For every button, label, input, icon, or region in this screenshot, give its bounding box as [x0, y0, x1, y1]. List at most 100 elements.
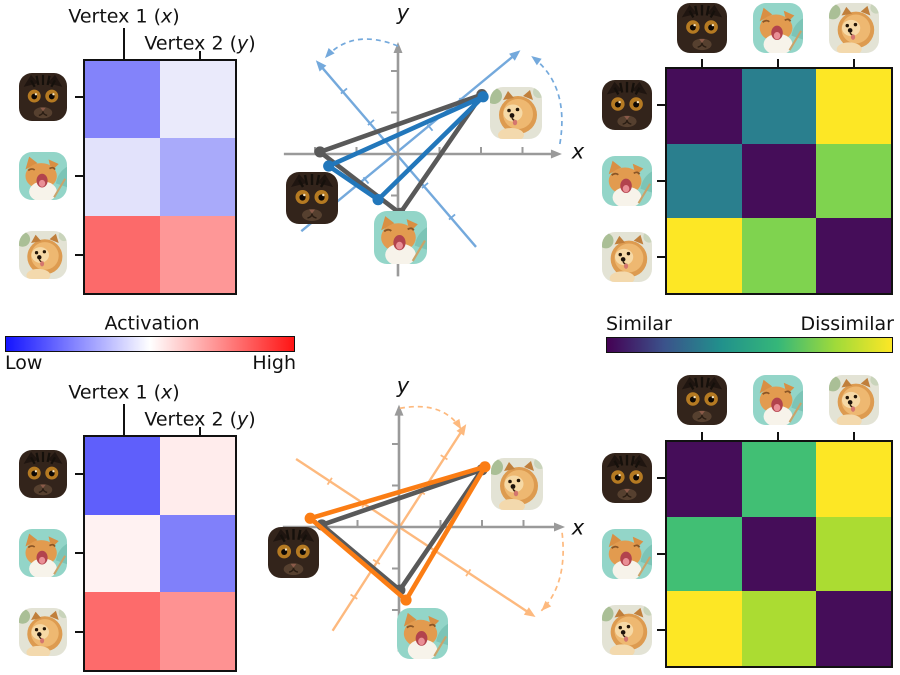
axis-tick: [340, 87, 348, 95]
yawning-cat-photo: [374, 211, 427, 264]
tabby-cat-photo: [602, 453, 652, 503]
rdm-cell: [667, 69, 742, 144]
row-tick: [75, 96, 83, 98]
tabby-cat-photo: [602, 80, 652, 130]
tabby-cat-photo: [268, 527, 319, 578]
pomeranian-photo: [19, 608, 67, 656]
row-tick: [657, 629, 665, 631]
rdm-cell: [667, 218, 742, 293]
rdm-cell: [816, 516, 891, 592]
rdm-top: [665, 67, 893, 295]
row-tick: [75, 552, 83, 554]
axis-tick: [372, 558, 381, 565]
axis-tick: [448, 213, 456, 221]
tabby-cat-photo: [19, 450, 67, 498]
vertex-dot: [477, 91, 489, 103]
triangle-original-geometry: [317, 92, 485, 216]
yawning-cat-photo: [397, 608, 448, 659]
rdm-cell: [741, 218, 817, 293]
heatmap-cell: [160, 592, 235, 670]
vertex-dot: [372, 194, 384, 206]
activation-low-label: Low: [5, 352, 43, 374]
rdm-cell: [816, 69, 891, 144]
heatmap-cell: [160, 61, 235, 139]
vertex-dot: [323, 160, 335, 172]
x-axis-label-bottom: x: [571, 515, 585, 540]
axis-tick: [350, 593, 358, 600]
rdm-bottom: [665, 440, 893, 668]
heatmap-cell: [160, 138, 235, 216]
heatmap-cell: [85, 215, 160, 293]
row-tick: [75, 175, 83, 177]
pomeranian-photo: [602, 232, 652, 282]
axis-tick: [421, 182, 429, 189]
heatmap-cell: [85, 592, 160, 670]
pomeranian-photo: [829, 3, 879, 53]
rotation-arc: [399, 405, 462, 430]
triangle-rotated-geometry: [326, 94, 486, 202]
pomeranian-photo: [829, 375, 879, 425]
row-tick: [657, 180, 665, 182]
heatmap-cell: [160, 514, 235, 593]
yawning-cat-photo: [602, 529, 652, 579]
tabby-cat-photo: [677, 375, 727, 425]
rdm-cell: [667, 442, 742, 517]
rotation-arc: [530, 55, 563, 145]
col-header-vertex2-top: Vertex 2 (y): [144, 32, 256, 55]
yawning-cat-photo: [753, 3, 803, 53]
axis-tick: [426, 123, 434, 132]
rdm-cell: [741, 516, 817, 592]
activation-colorbar-title: Activation: [104, 312, 200, 335]
col2-header-tick: [199, 427, 201, 435]
tabby-cat-photo: [677, 3, 727, 53]
rotated-axis: [295, 457, 529, 614]
vertex-dot: [400, 594, 412, 606]
yawning-cat-photo: [602, 156, 652, 206]
rdm-cell: [816, 591, 891, 666]
similarity-colorbar: [606, 337, 893, 353]
heatmap-cell: [85, 138, 160, 216]
axis-tick: [367, 119, 375, 126]
col-tick: [853, 432, 855, 440]
row-tick: [657, 104, 665, 106]
axis-tick: [440, 454, 448, 461]
activation-heatmap-bottom: [83, 435, 237, 672]
col-tick: [701, 59, 703, 67]
col-header-vertex1-bottom: Vertex 1 (x): [68, 381, 180, 404]
axis-tick: [465, 568, 472, 577]
row-tick: [75, 473, 83, 475]
rdm-cell: [667, 591, 742, 666]
col-tick: [701, 432, 703, 440]
heatmap-cell: [160, 215, 235, 293]
col-header-vertex1-top: Vertex 1 (x): [68, 5, 180, 28]
yawning-cat-photo: [19, 152, 67, 200]
vertex-dot: [304, 512, 316, 524]
tabby-cat-photo: [286, 172, 338, 224]
row-tick: [75, 254, 83, 256]
axis-tick: [362, 176, 370, 185]
rdm-cell: [667, 143, 742, 219]
y-axis-label-bottom: y: [396, 373, 410, 398]
rdm-cell: [741, 591, 817, 666]
tabby-cat-photo: [19, 73, 67, 121]
col-tick: [777, 432, 779, 440]
rdm-cell: [816, 143, 891, 219]
heatmap-cell: [85, 61, 160, 139]
heatmap-cell: [85, 514, 160, 593]
triangle-original-geometry: [319, 467, 485, 593]
yawning-cat-photo: [753, 375, 803, 425]
row-tick: [657, 256, 665, 258]
heatmap-cell: [160, 437, 235, 515]
col-tick: [853, 59, 855, 67]
axis-tick: [326, 477, 333, 486]
rdm-cell: [667, 516, 742, 592]
dissimilar-label: Dissimilar: [800, 313, 894, 335]
rotation-arc: [540, 532, 564, 612]
pomeranian-photo: [19, 231, 67, 279]
similar-label: Similar: [606, 313, 672, 335]
col2-header-tick: [199, 51, 201, 59]
heatmap-cell: [85, 437, 160, 515]
x-axis-label-top: x: [571, 139, 585, 164]
col-header-vertex2-bottom: Vertex 2 (y): [144, 408, 256, 431]
